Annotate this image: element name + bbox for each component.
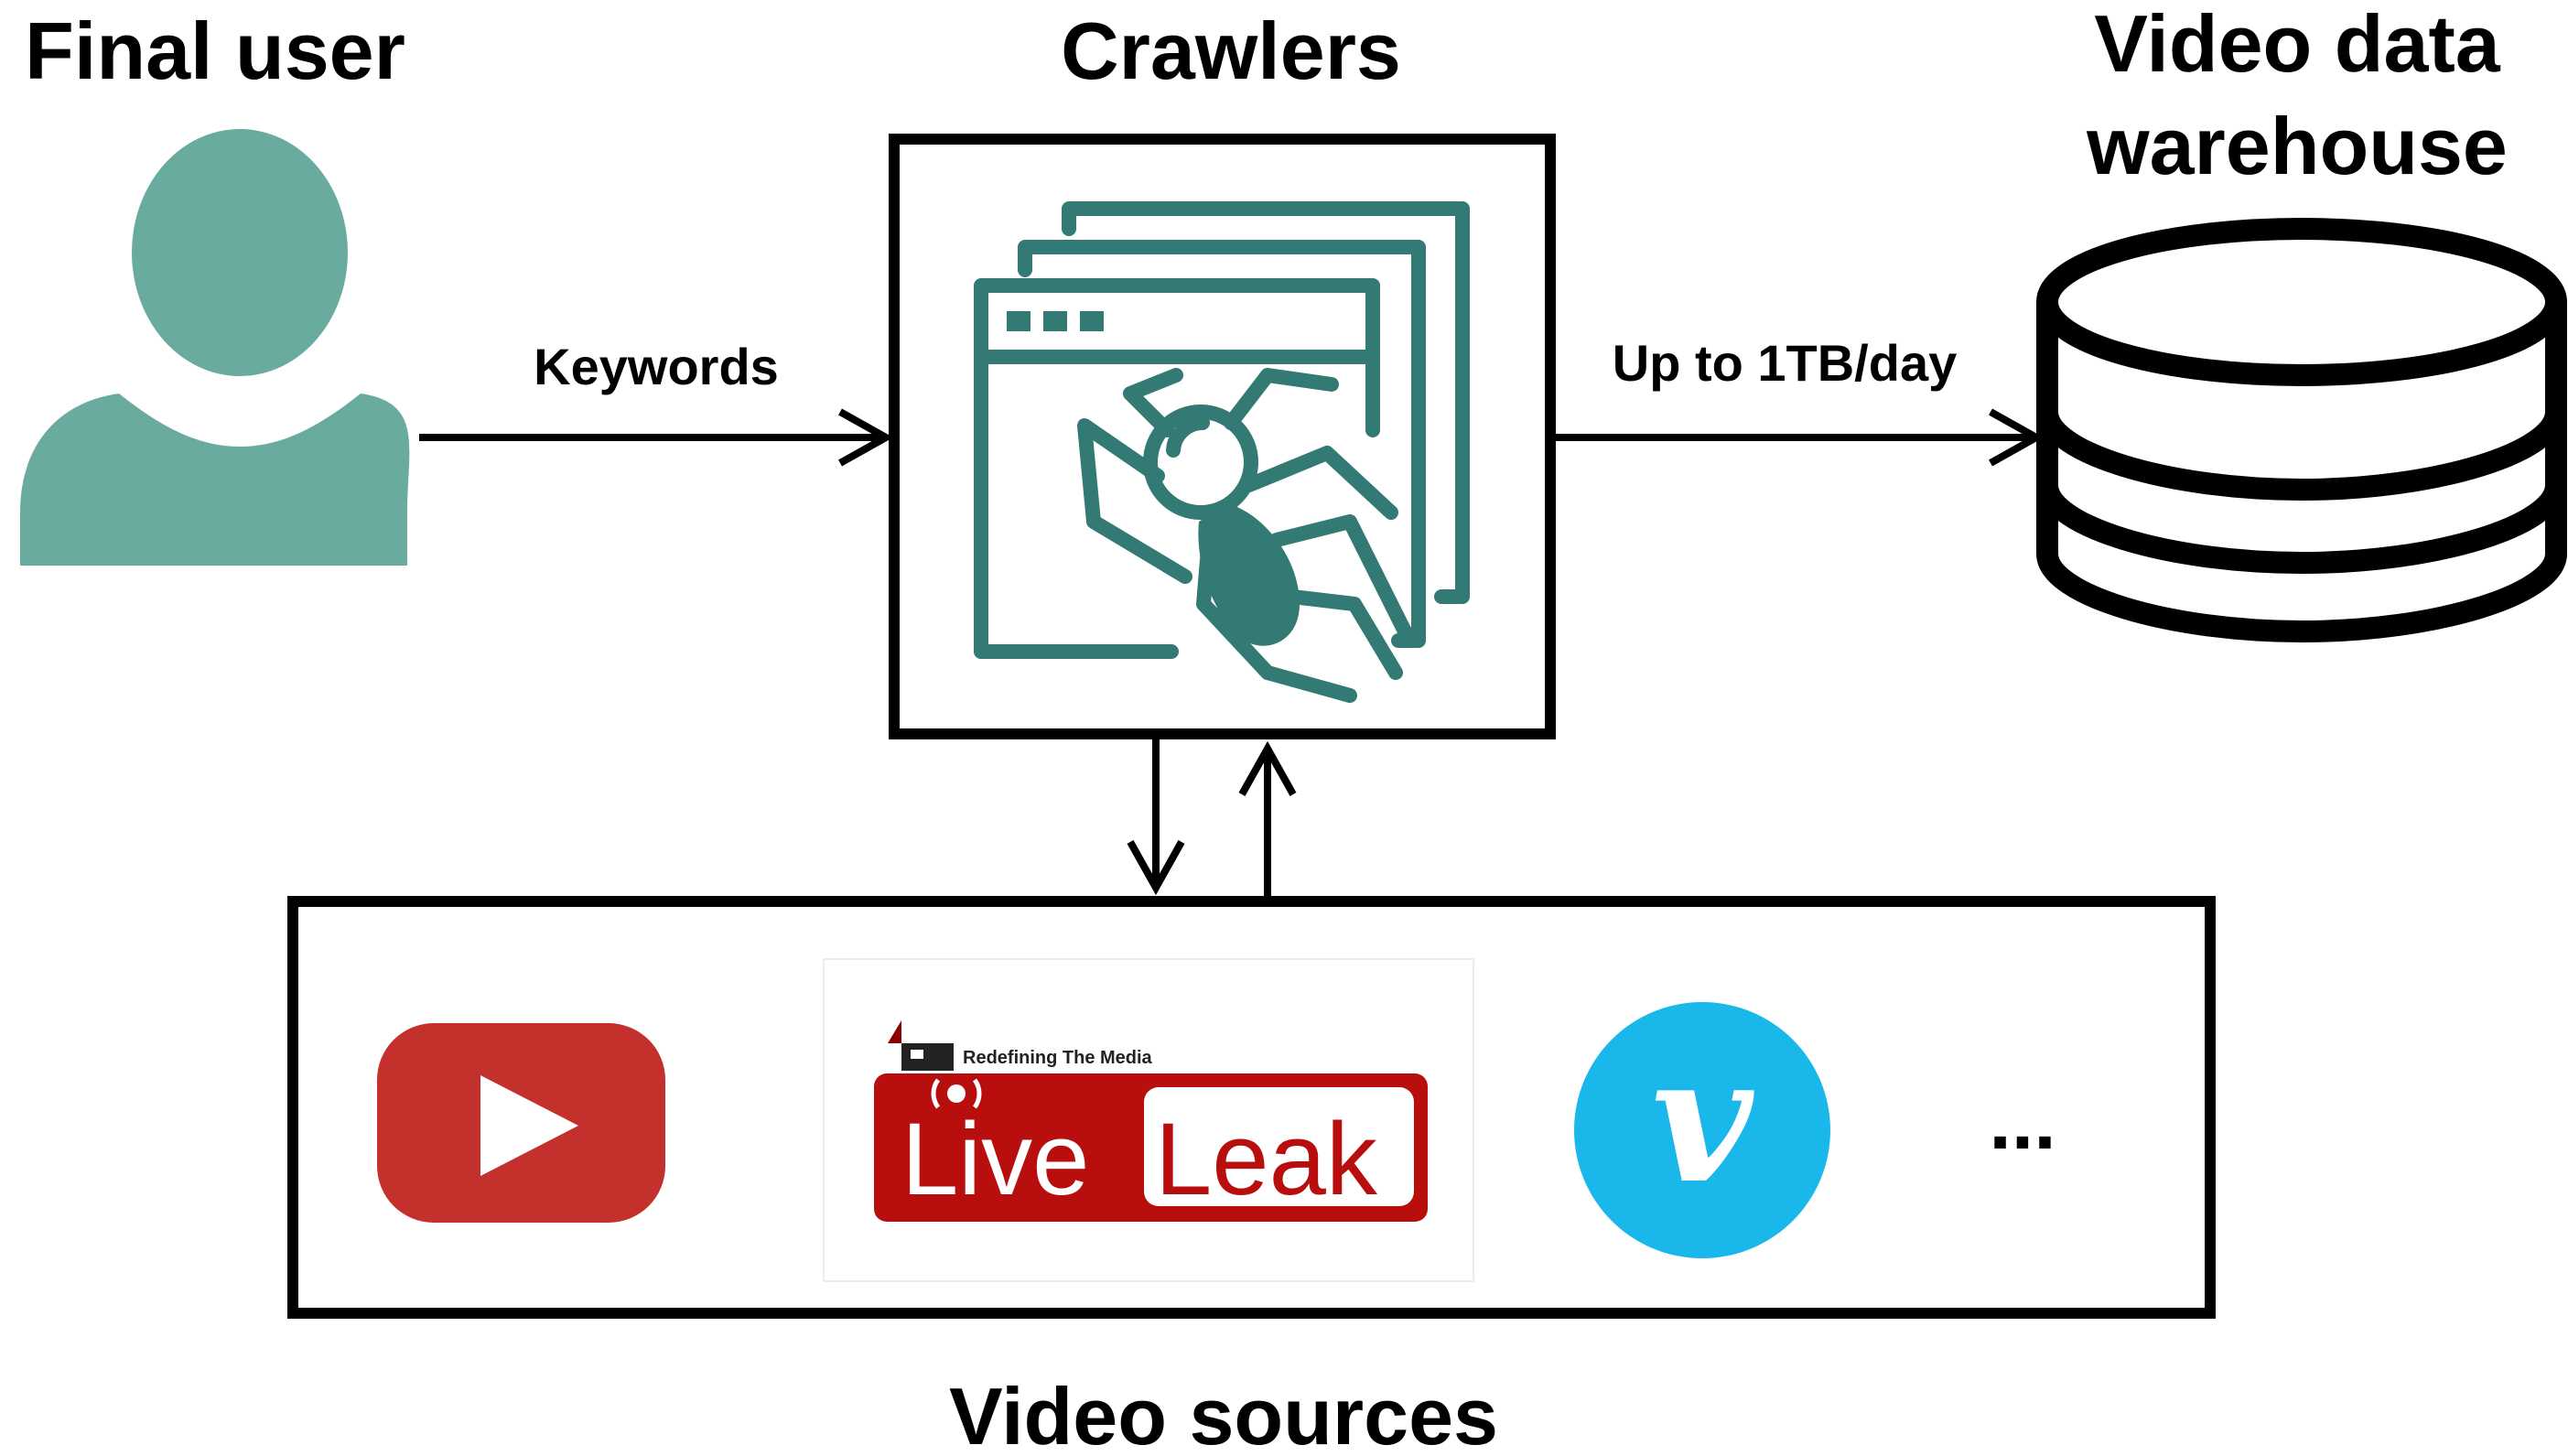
liveleak-tagline: Redefining The Media xyxy=(963,1048,1153,1068)
response-arrow-up xyxy=(1238,740,1297,901)
crawlers-label: Crawlers xyxy=(1061,5,1401,96)
liveleak-logo: Redefining The Media Live Leak xyxy=(823,958,1474,1282)
database-icon xyxy=(2036,218,2567,643)
warehouse-label-line2: warehouse xyxy=(2086,101,2508,191)
keywords-arrow xyxy=(419,408,894,467)
more-sources-ellipsis: ... xyxy=(1989,1075,2055,1166)
liveleak-word-leak: Leak xyxy=(1155,1102,1378,1216)
user-icon xyxy=(20,129,410,566)
data-flow-arrow xyxy=(1556,408,2045,467)
throughput-edge-label: Up to 1TB/day xyxy=(1613,334,1957,392)
warehouse-label-line1: Video data xyxy=(2094,0,2500,89)
keywords-edge-label: Keywords xyxy=(534,338,779,395)
vimeo-logo: v xyxy=(1574,1002,1830,1258)
video-sources-label: Video sources xyxy=(949,1371,1498,1456)
liveleak-word-live: Live xyxy=(901,1102,1089,1216)
spider-crawler-icon xyxy=(974,201,1470,703)
vimeo-letter: v xyxy=(1652,1018,1755,1222)
request-arrow-down xyxy=(1127,739,1185,896)
youtube-logo xyxy=(377,1023,665,1223)
final-user-label: Final user xyxy=(25,5,405,96)
